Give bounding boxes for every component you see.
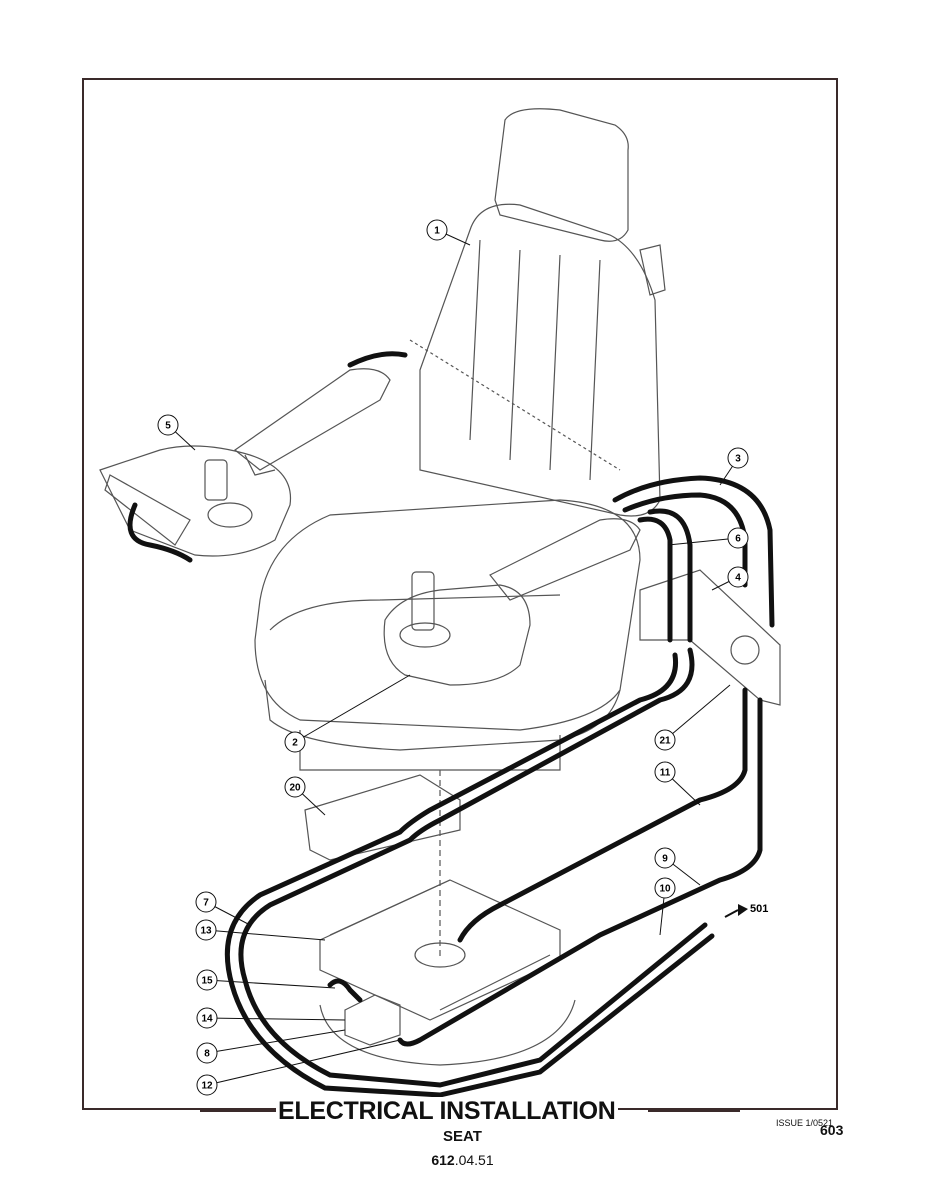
doc-number-minor: .04.51 xyxy=(454,1152,494,1168)
callout-label-14: 14 xyxy=(201,1014,213,1025)
callout-leader-15 xyxy=(206,979,336,989)
page-number: 603 xyxy=(820,1122,844,1138)
doc-number-major: 612 xyxy=(431,1152,455,1168)
callout-label-10: 10 xyxy=(659,884,671,895)
callout-leader-12 xyxy=(206,1039,401,1086)
callout-label-2: 2 xyxy=(292,738,298,749)
reference-label: 501 xyxy=(750,903,768,915)
callout-leader-2 xyxy=(294,674,411,743)
callout-label-7: 7 xyxy=(203,898,209,909)
callout-circle-14 xyxy=(196,1007,218,1029)
seat-outline xyxy=(99,108,781,1066)
callout-label-21: 21 xyxy=(659,736,671,747)
wiring-harness xyxy=(127,351,775,1098)
callout-circle-15 xyxy=(196,969,218,991)
callout-label-6: 6 xyxy=(735,534,741,545)
page-subtitle: SEAT xyxy=(443,1128,482,1145)
callout-circle-7 xyxy=(195,891,217,913)
callout-circle-1 xyxy=(426,219,448,241)
callout-circle-9 xyxy=(654,847,676,869)
callout-label-3: 3 xyxy=(735,454,741,465)
document-number: 612.04.51 xyxy=(0,1152,925,1168)
callout-circle-10 xyxy=(654,877,676,899)
callout-circle-4 xyxy=(727,566,749,588)
callout-label-20: 20 xyxy=(289,783,301,794)
reference-arrowhead xyxy=(738,904,748,916)
callout-circle-3 xyxy=(727,447,749,469)
callout-circle-11 xyxy=(654,761,676,783)
callout-label-15: 15 xyxy=(201,976,213,987)
callout-circle-6 xyxy=(727,527,749,549)
callout-leader-13 xyxy=(205,929,326,941)
callout-circle-2 xyxy=(284,731,306,753)
callout-circle-8 xyxy=(196,1042,218,1064)
reference-arrow xyxy=(724,909,739,918)
callout-leader-8 xyxy=(206,1029,346,1054)
callout-leader-21 xyxy=(664,684,731,741)
callout-leader-6 xyxy=(667,537,739,546)
callout-label-1: 1 xyxy=(434,226,440,237)
callout-label-12: 12 xyxy=(201,1081,213,1092)
page-title: ELECTRICAL INSTALLATION xyxy=(276,1097,618,1126)
callout-label-8: 8 xyxy=(204,1049,210,1060)
callout-label-4: 4 xyxy=(735,573,741,584)
callout-circle-13 xyxy=(195,919,217,941)
callout-label-9: 9 xyxy=(662,854,668,865)
callout-label-5: 5 xyxy=(165,421,171,432)
callout-label-11: 11 xyxy=(660,768,671,779)
issue-label: ISSUE 1/0521 xyxy=(776,1118,834,1128)
callout-leader-14 xyxy=(206,1017,346,1021)
callout-circle-21 xyxy=(654,729,676,751)
callout-circle-5 xyxy=(157,414,179,436)
callout-circle-20 xyxy=(284,776,306,798)
callout-label-13: 13 xyxy=(200,926,212,937)
callout-circle-12 xyxy=(196,1074,218,1096)
